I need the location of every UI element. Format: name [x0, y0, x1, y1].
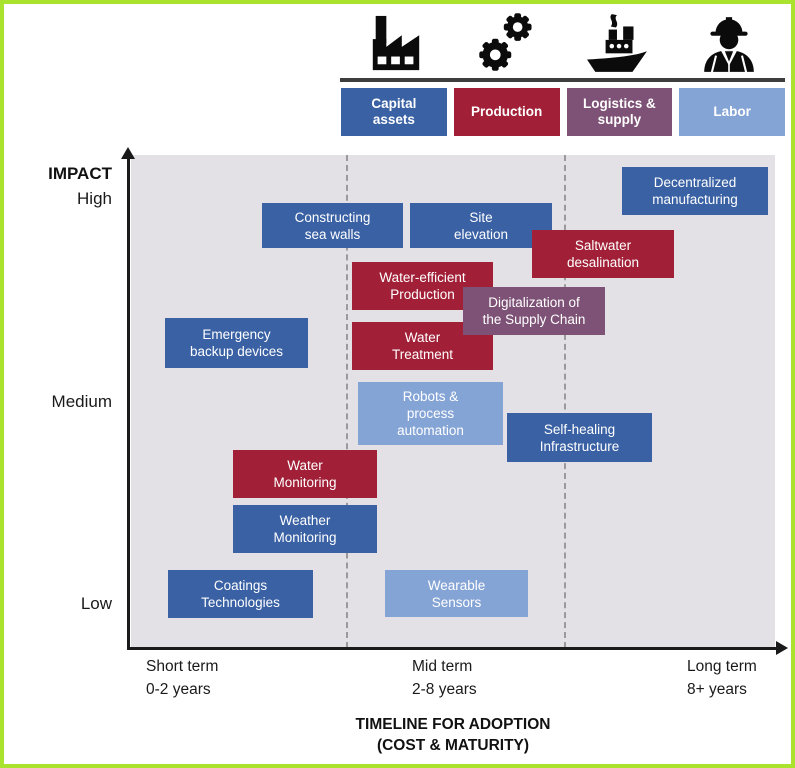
chart-item: Weather Monitoring — [233, 505, 377, 553]
x-axis-line — [127, 647, 777, 650]
chart-item: Digitalization of the Supply Chain — [463, 287, 605, 335]
y-axis-arrow-icon — [121, 147, 135, 159]
legend-category-production: Production — [453, 88, 560, 136]
legend-category-capital: Capital assets — [341, 88, 447, 136]
chart-item: Water Monitoring — [233, 450, 377, 498]
x-axis-title: TIMELINE FOR ADOPTION (COST & MATURITY) — [355, 716, 551, 754]
term-divider-short-mid — [346, 155, 348, 648]
chart-item: Wearable Sensors — [385, 570, 528, 617]
chart-item: Constructing sea walls — [262, 203, 403, 248]
cargo-ship-icon — [563, 12, 674, 74]
chart-item: Self-healing Infrastructure — [507, 413, 652, 462]
x-tick-long-term: Long term 8+ years — [687, 658, 757, 698]
legend-category-labor: Labor — [679, 88, 785, 136]
construction-worker-icon — [674, 12, 785, 74]
x-tick-mid-term: Mid term 2-8 years — [412, 658, 477, 698]
legend-icon-row — [340, 6, 785, 74]
y-tick-low: Low — [80, 594, 112, 613]
y-axis-title: IMPACT — [48, 164, 112, 183]
gears-icon — [451, 10, 562, 74]
x-axis-arrow-icon — [776, 641, 788, 655]
y-axis-line — [127, 158, 130, 648]
y-tick-high: High — [77, 189, 112, 208]
chart-item: Robots & process automation — [358, 382, 503, 445]
factory-icon — [340, 12, 451, 74]
term-divider-mid-long — [564, 155, 566, 648]
legend-divider — [340, 78, 785, 82]
y-tick-medium: Medium — [51, 392, 112, 411]
chart-item: Coatings Technologies — [168, 570, 313, 618]
chart-item: Emergency backup devices — [165, 318, 308, 368]
chart-item: Decentralized manufacturing — [622, 167, 768, 215]
x-tick-short-term: Short term 0-2 years — [146, 658, 219, 698]
legend-category-logistics: Logistics & supply — [566, 88, 673, 136]
chart-item: Site elevation — [410, 203, 552, 248]
chart-item: Saltwater desalination — [532, 230, 674, 278]
